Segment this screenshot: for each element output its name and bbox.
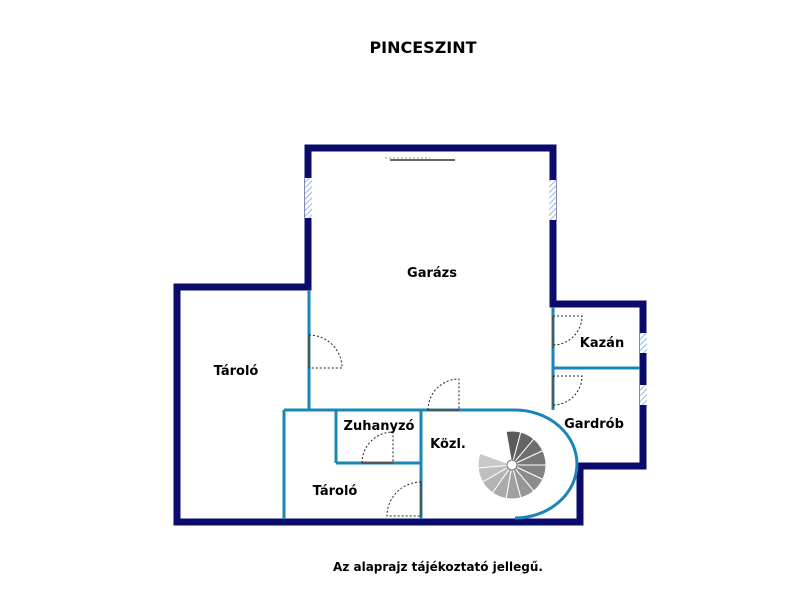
window xyxy=(549,180,556,220)
room-label-storage-small: Tároló xyxy=(313,484,358,499)
exterior-wall xyxy=(173,144,647,526)
stair-step xyxy=(477,452,508,469)
window xyxy=(640,385,647,405)
window xyxy=(305,178,312,218)
room-label-wardrobe: Gardrób xyxy=(564,417,624,432)
room-label-corridor: Közl. xyxy=(430,437,466,452)
stair-newel xyxy=(506,459,518,471)
room-label-boiler: Kazán xyxy=(580,336,624,351)
room-label-storage: Tároló xyxy=(214,364,259,379)
plan-title: PINCESZINT xyxy=(369,38,476,57)
room-label-garage: Garázs xyxy=(407,266,457,281)
spiral-staircase xyxy=(477,430,547,500)
window xyxy=(640,333,647,353)
room-label-shower: Zuhanyzó xyxy=(344,419,415,434)
footnote: Az alaprajz tájékoztató jellegű. xyxy=(333,560,543,574)
doors xyxy=(308,315,583,517)
